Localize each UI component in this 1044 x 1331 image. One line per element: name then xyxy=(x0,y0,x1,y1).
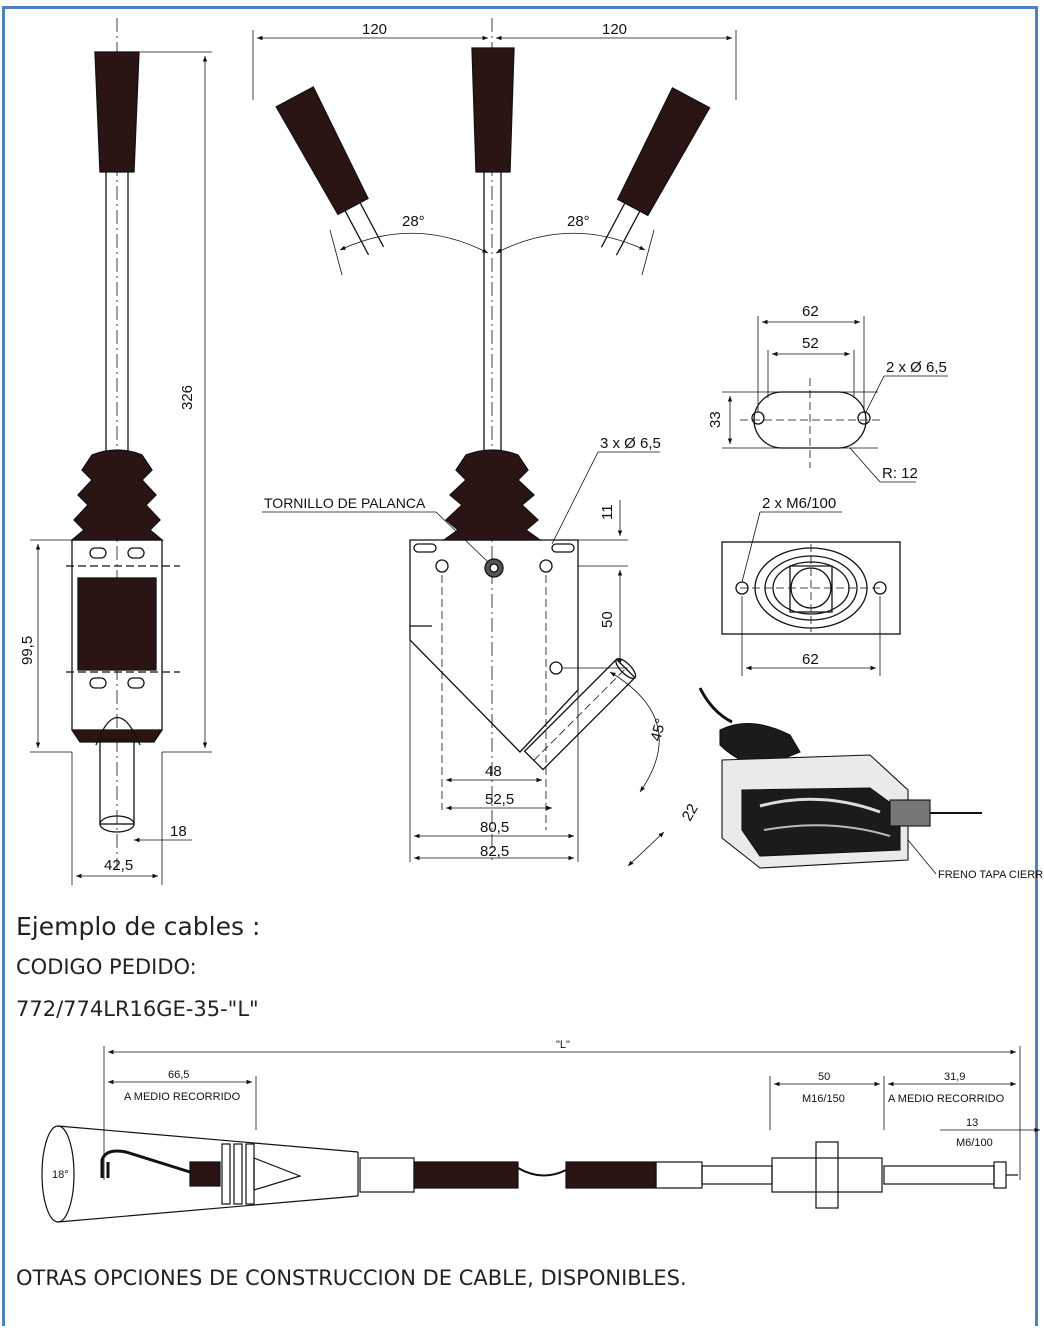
dim-42-5: 42,5 xyxy=(104,857,133,874)
front-view xyxy=(252,18,737,867)
dim-11: 11 xyxy=(599,504,616,520)
mounting-plate-view xyxy=(722,316,948,483)
cable-drawing xyxy=(41,1046,1040,1223)
dim-18: 18 xyxy=(170,823,187,840)
dim-120-left: 120 xyxy=(362,21,387,38)
other-options-note: OTRAS OPCIONES DE CONSTRUCCION DE CABLE,… xyxy=(16,1266,687,1290)
cable-thread-m16: M16/150 xyxy=(802,1093,845,1105)
cutaway-illustration xyxy=(698,687,982,875)
cable-example-heading: Ejemplo de cables : xyxy=(16,912,261,941)
cable-angle-18: 18° xyxy=(52,1169,69,1181)
angle-45: 45° xyxy=(647,717,669,743)
dim-62-top: 62 xyxy=(802,303,819,320)
dim-2x-hole: 2 x Ø 6,5 xyxy=(886,359,947,376)
dim-48: 48 xyxy=(485,763,502,780)
cable-dim-66-5: 66,5 xyxy=(168,1069,189,1081)
cable-dim-31-9: 31,9 xyxy=(944,1071,965,1083)
label-tornillo-de-palanca: TORNILLO DE PALANCA xyxy=(264,495,426,511)
dim-3x-hole: 3 x Ø 6,5 xyxy=(600,435,661,452)
dim-50: 50 xyxy=(599,611,616,628)
cable-label-medio-recorrido-1: A MEDIO RECORRIDO xyxy=(124,1091,241,1103)
cable-dim-L: "L" xyxy=(556,1039,570,1051)
dim-52-5: 52,5 xyxy=(485,791,514,808)
dim-82-5: 82,5 xyxy=(480,843,509,860)
dim-33: 33 xyxy=(707,411,724,428)
dim-r12: R: 12 xyxy=(882,465,918,482)
order-code-value: 772/774LR16GE-35-"L" xyxy=(16,997,259,1021)
angle-28-left: 28° xyxy=(402,213,425,230)
dim-80-5: 80,5 xyxy=(480,819,509,836)
dim-52: 52 xyxy=(802,335,819,352)
dim-326: 326 xyxy=(179,385,196,410)
cable-dim-13: 13 xyxy=(966,1117,978,1129)
label-freno-tapa-cierre: FRENO TAPA CIERRE xyxy=(938,869,1044,881)
angle-28-right: 28° xyxy=(567,213,590,230)
side-view xyxy=(30,18,212,885)
cable-thread-m6: M6/100 xyxy=(956,1137,993,1149)
dim-62-bottom: 62 xyxy=(802,651,819,668)
base-view xyxy=(721,511,901,676)
dim-2x-m6: 2 x M6/100 xyxy=(762,495,836,512)
dim-99-5: 99,5 xyxy=(19,636,36,665)
order-code-label: CODIGO PEDIDO: xyxy=(16,955,197,979)
dim-120-right: 120 xyxy=(602,21,627,38)
cable-dim-50: 50 xyxy=(818,1071,830,1083)
cable-label-medio-recorrido-2: A MEDIO RECORRIDO xyxy=(888,1093,1005,1105)
dim-22: 22 xyxy=(679,801,702,824)
page-frame xyxy=(2,6,1038,1326)
